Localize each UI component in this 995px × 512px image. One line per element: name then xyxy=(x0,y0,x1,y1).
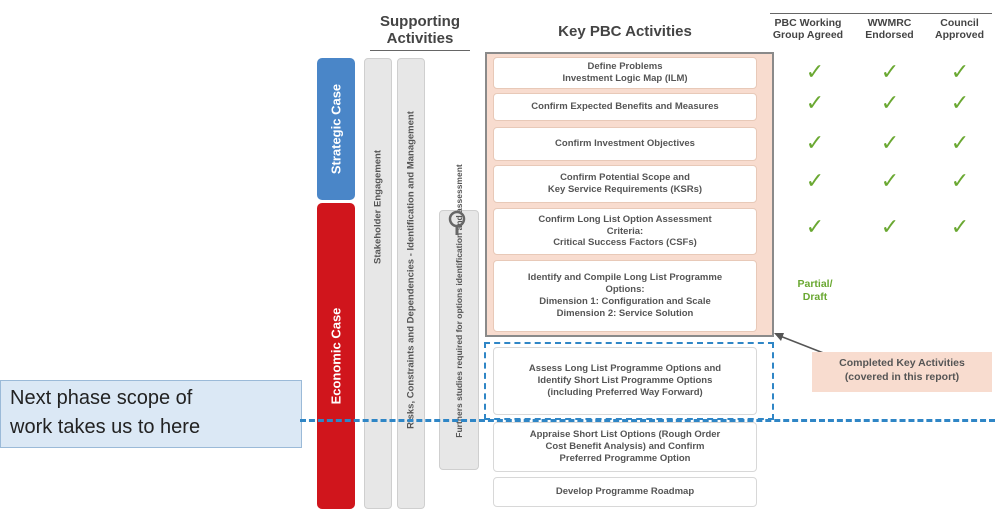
strategic-case-bar: Strategic Case xyxy=(317,58,355,200)
tick-icon: ✓ xyxy=(880,215,900,240)
wwmrc-endorsed-header: WWMRC Endorsed xyxy=(865,17,914,41)
risks-management-label: Risks, Constraints and Dependencies - Id… xyxy=(405,111,417,429)
activity-appraise-short-list: Appraise Short List Options (Rough Order… xyxy=(493,422,757,472)
next-phase-box xyxy=(0,380,302,448)
tick-icon: ✓ xyxy=(805,91,825,116)
key-pbc-activities-header: Key PBC Activities xyxy=(558,23,692,40)
tick-icon: ✓ xyxy=(805,131,825,156)
completed-arrow-icon xyxy=(774,333,827,355)
pbc-working-group-header: PBC Working Group Agreed xyxy=(772,17,844,41)
tick-icon: ✓ xyxy=(950,131,970,156)
tick-icon: ✓ xyxy=(950,215,970,240)
stakeholder-engagement-bar: Stakeholder Engagement xyxy=(364,58,392,509)
header-underline-approvals xyxy=(770,13,992,14)
activity-programme-roadmap: Develop Programme Roadmap xyxy=(493,477,757,507)
council-approved-header: Council Approved xyxy=(934,17,984,41)
economic-case-bar: Economic Case xyxy=(317,203,355,509)
tick-icon: ✓ xyxy=(950,91,970,116)
tick-icon: ✓ xyxy=(950,169,970,194)
tick-icon: ✓ xyxy=(880,91,900,116)
next-phase-dashed-line xyxy=(300,419,995,422)
tick-icon: ✓ xyxy=(805,60,825,85)
activity-confirm-scope: Confirm Potential Scope and Key Service … xyxy=(493,165,757,203)
further-studies-label: Furthers studies required for options id… xyxy=(454,164,464,439)
activity-define-problems: Define Problems Investment Logic Map (IL… xyxy=(493,57,757,89)
economic-case-label: Economic Case xyxy=(328,307,344,405)
next-phase-label: Next phase scope of work takes us to her… xyxy=(10,387,201,438)
further-studies-bar: Furthers studies required for options id… xyxy=(439,165,479,470)
tick-icon: ✓ xyxy=(805,215,825,240)
magnifier-icon xyxy=(443,208,471,236)
activity-confirm-csfs: Confirm Long List Option Assessment Crit… xyxy=(493,208,757,255)
tick-icon: ✓ xyxy=(880,60,900,85)
strategic-case-label: Strategic Case xyxy=(328,83,344,175)
activity-assess-long-list: Assess Long List Programme Options and I… xyxy=(493,347,757,415)
supporting-activities-header: Supporting Activities xyxy=(380,13,460,47)
next-phase-dashed-frame xyxy=(484,342,774,420)
activity-confirm-benefits: Confirm Expected Benefits and Measures xyxy=(493,93,757,121)
risks-management-bar: Risks, Constraints and Dependencies - Id… xyxy=(397,58,425,509)
tick-icon: ✓ xyxy=(950,60,970,85)
header-underline-supporting xyxy=(370,50,470,51)
tick-icon: ✓ xyxy=(805,169,825,194)
tick-icon: ✓ xyxy=(880,131,900,156)
activity-long-list-options: Identify and Compile Long List Programme… xyxy=(493,260,757,332)
partial-draft-label: Partial/ Draft xyxy=(797,278,833,303)
completed-activities-label: Completed Key Activities (covered in thi… xyxy=(812,352,992,392)
tick-icon: ✓ xyxy=(880,169,900,194)
activity-confirm-objectives: Confirm Investment Objectives xyxy=(493,127,757,161)
stakeholder-engagement-label: Stakeholder Engagement xyxy=(372,150,384,265)
